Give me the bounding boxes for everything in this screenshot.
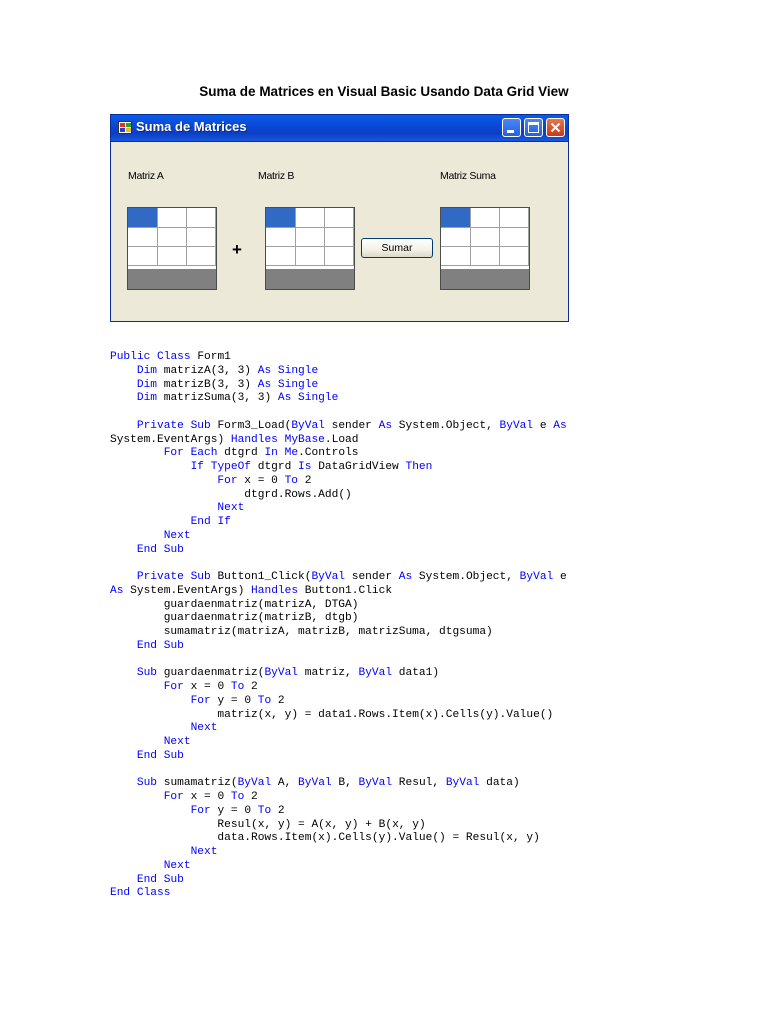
code-line: For x = 0 To 2 [163, 791, 258, 803]
grid-cell-selected[interactable] [128, 208, 158, 228]
code-line: Dim matrizB(3, 3) As Single [136, 378, 319, 391]
grid-cell[interactable] [295, 208, 325, 228]
code-line: dtgrd.Rows.Add() [244, 488, 352, 501]
code-line: End Sub [136, 543, 184, 556]
grid-cell[interactable] [295, 227, 325, 247]
code-line: Next [217, 502, 245, 515]
code-line: System.EventArgs) Handles MyBase.Load [110, 433, 359, 446]
plus-sign: + [232, 240, 242, 259]
close-button[interactable] [546, 118, 565, 137]
code-line: data.Rows.Item(x).Cells(y).Value() = Res… [217, 832, 540, 845]
code-line: Next [190, 722, 218, 735]
code-line: For Each dtgrd In Me.Controls [163, 447, 359, 460]
grid-matriz-a[interactable] [127, 207, 217, 290]
grid-empty-area [266, 269, 354, 289]
code-line: guardaenmatriz(matrizB, dtgb) [163, 612, 359, 625]
grid-cell[interactable] [441, 227, 471, 247]
grid-cell[interactable] [128, 246, 158, 266]
grid-cell[interactable] [157, 227, 187, 247]
code-line: Private Sub Form3_Load(ByVal sender As S… [136, 419, 567, 432]
grid-cell[interactable] [470, 227, 500, 247]
code-line: Dim matrizA(3, 3) As Single [136, 364, 319, 377]
code-line: matriz(x, y) = data1.Rows.Item(x).Cells(… [217, 708, 554, 721]
label-matriz-a: Matriz A [128, 170, 164, 182]
grid-cell[interactable] [266, 246, 296, 266]
label-matriz-b: Matriz B [258, 170, 295, 182]
code-line: Resul(x, y) = A(x, y) + B(x, y) [217, 818, 426, 831]
code-line: Public Class Form1 [110, 351, 231, 363]
grid-cell[interactable] [157, 246, 187, 266]
code-line: End Sub [136, 639, 184, 652]
code-line: As System.EventArgs) Handles Button1.Cli… [110, 584, 393, 597]
minimize-icon [507, 130, 514, 133]
code-line: Next [190, 846, 218, 858]
code-line: For y = 0 To 2 [190, 804, 285, 817]
code-line: sumamatriz(matrizA, matrizB, matrizSuma,… [163, 626, 493, 638]
label-matriz-suma: Matriz Suma [440, 170, 496, 182]
maximize-button[interactable] [524, 118, 543, 137]
code-line: Private Sub Button1_Click(ByVal sender A… [136, 571, 567, 583]
grid-matriz-suma[interactable] [440, 207, 530, 290]
code-line: Sub guardaenmatriz(ByVal matriz, ByVal d… [136, 667, 440, 680]
code-line: For y = 0 To 2 [190, 694, 285, 707]
grid-cell-selected[interactable] [441, 208, 471, 228]
app-icon [118, 121, 132, 134]
grid-matriz-b[interactable] [265, 207, 355, 290]
code-line: If TypeOf dtgrd Is DataGridView Then [190, 461, 433, 473]
maximize-icon [528, 122, 539, 133]
code-line: Dim matrizSuma(3, 3) As Single [136, 392, 339, 405]
document-title: Suma de Matrices en Visual Basic Usando … [199, 84, 569, 99]
grid-cell[interactable] [499, 246, 529, 266]
code-listing: Public Class Form1 Dim matrizA(3, 3) As … [110, 351, 567, 901]
code-line: Next [163, 736, 191, 748]
grid-cell[interactable] [324, 227, 354, 247]
code-line: For x = 0 To 2 [163, 681, 258, 693]
code-line: guardaenmatriz(matrizA, DTGA) [163, 598, 359, 611]
grid-cell-selected[interactable] [266, 208, 296, 228]
grid-empty-area [441, 269, 529, 289]
grid-cell[interactable] [441, 246, 471, 266]
grid-cell[interactable] [470, 246, 500, 266]
window-title: Suma de Matrices [136, 119, 247, 134]
code-line: End If [190, 516, 231, 528]
grid-cell[interactable] [186, 208, 216, 228]
code-line: End Sub [136, 749, 184, 762]
grid-cell[interactable] [499, 227, 529, 247]
grid-cell[interactable] [186, 227, 216, 247]
close-icon [550, 122, 561, 133]
sumar-button[interactable]: Sumar [361, 238, 433, 258]
grid-cell[interactable] [128, 227, 158, 247]
grid-cell[interactable] [295, 246, 325, 266]
code-line: Sub sumamatriz(ByVal A, ByVal B, ByVal R… [136, 777, 520, 790]
grid-cell[interactable] [324, 208, 354, 228]
grid-cell[interactable] [470, 208, 500, 228]
code-line: Next [163, 529, 191, 542]
code-line: End Class [110, 887, 171, 900]
grid-cell[interactable] [266, 227, 296, 247]
code-line: For x = 0 To 2 [217, 474, 312, 487]
window-titlebar[interactable]: Suma de Matrices [111, 115, 568, 142]
grid-cell[interactable] [157, 208, 187, 228]
grid-cell[interactable] [324, 246, 354, 266]
grid-cell[interactable] [499, 208, 529, 228]
code-line: Next [163, 859, 191, 872]
grid-empty-area [128, 269, 216, 289]
grid-cell[interactable] [186, 246, 216, 266]
code-line: End Sub [136, 873, 184, 886]
minimize-button[interactable] [502, 118, 521, 137]
